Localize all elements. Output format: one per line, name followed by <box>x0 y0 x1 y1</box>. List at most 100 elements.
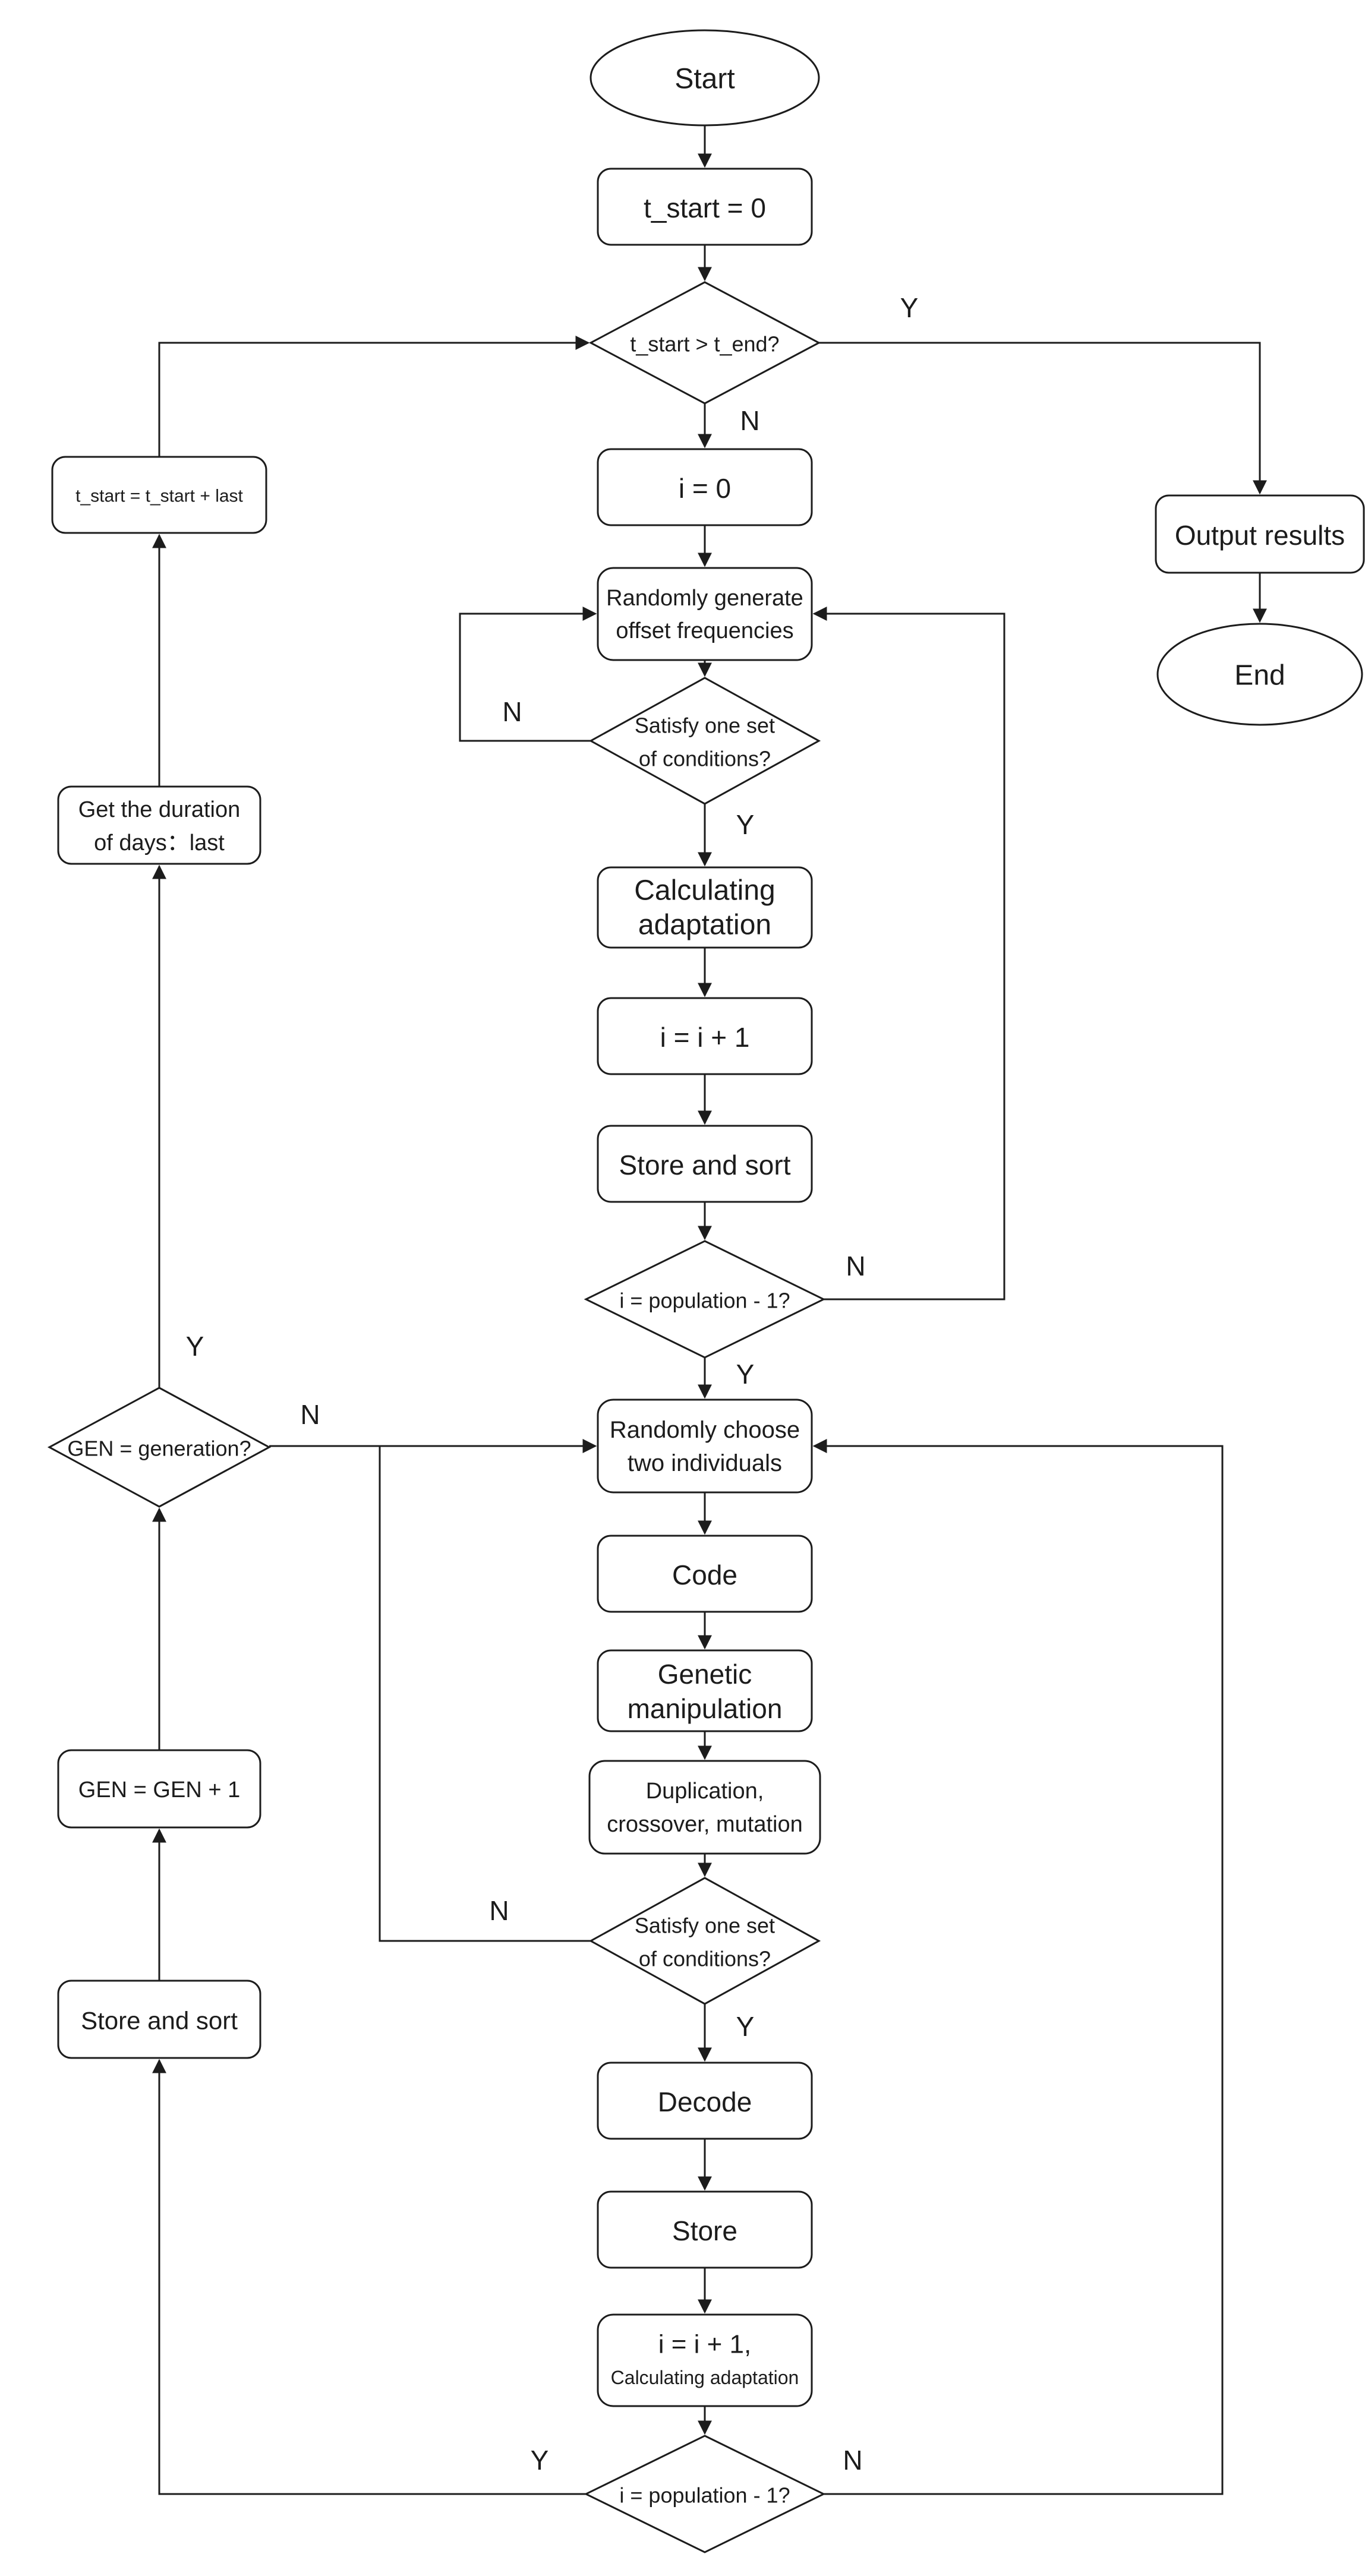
store-box <box>597 2190 813 2269</box>
satisfy-2-diamond <box>588 1877 821 2005</box>
population-2-diamond <box>584 2435 826 2553</box>
decode-label: Decode <box>658 2086 752 2117</box>
randomly-generate-line-1: Randomly generate <box>606 586 803 611</box>
randomly-generate-box <box>597 567 813 661</box>
node-randomly-choose: Randomly choose two individuals <box>597 1399 813 1494</box>
edge-satisfy-2-no-loop <box>379 1446 591 1942</box>
node-start: Start <box>589 29 820 127</box>
node-i-plus-1: i = i + 1 <box>597 997 813 1075</box>
output-results-box <box>1155 494 1365 574</box>
decision-i-population-2: i = population - 1? <box>584 2435 826 2553</box>
randomly-choose-box <box>597 1399 813 1494</box>
node-t-start-0: t_start = 0 <box>597 168 813 246</box>
satisfy-1-diamond <box>588 677 821 805</box>
store-and-sort-left-label: Store and sort <box>81 2007 238 2035</box>
genetic-manipulation-box <box>597 1649 813 1732</box>
i-plus-1-box <box>597 997 813 1075</box>
edge-population-1-no-loop <box>812 607 1005 1300</box>
output-results-label: Output results <box>1175 520 1345 551</box>
edge-population-2-yes-to-store-and-sort-left <box>152 2059 586 2495</box>
node-duplication-crossover-mutation: Duplication, crossover, mutation <box>588 1760 821 1855</box>
label-population-1-yes: Y <box>736 1359 755 1390</box>
t-start-0-label: t_start = 0 <box>644 192 766 223</box>
label-satisfy-2-yes: Y <box>736 2011 755 2042</box>
population-1-diamond <box>584 1240 826 1359</box>
flowchart-canvas: Y N N Y N Y Y N N Y Y N Start t_start = … <box>47 29 1365 2553</box>
t-end-diamond <box>588 281 821 405</box>
t-start-0-box <box>597 168 813 246</box>
store-label: Store <box>672 2215 737 2246</box>
node-store: Store <box>597 2190 813 2269</box>
randomly-choose-line-1: Randomly choose <box>610 1417 800 1443</box>
i-plus-1-calc-box <box>597 2313 813 2407</box>
edges <box>152 125 1267 2495</box>
node-t-start-update: t_start = t_start + last <box>51 456 267 534</box>
duplication-line-1: Duplication, <box>646 1779 764 1804</box>
node-i-plus-1-calculating-adaptation: i = i + 1, Calculating adaptation <box>597 2313 813 2407</box>
end-label: End <box>1234 660 1285 692</box>
decision-satisfy-conditions-2: Satisfy one set of conditions? <box>588 1877 821 2005</box>
node-i-0: i = 0 <box>597 448 813 526</box>
label-t-end-yes: Y <box>900 292 919 323</box>
i-plus-1-calc-line-1: i = i + 1, <box>658 2330 752 2359</box>
decision-i-population-1: i = population - 1? <box>584 1240 826 1359</box>
label-satisfy-1-no: N <box>502 696 522 727</box>
genetic-manipulation-line-2: manipulation <box>628 1693 783 1724</box>
t-start-update-box <box>51 456 267 534</box>
edge-labels: Y N N Y N Y Y N N Y Y N <box>186 292 919 2476</box>
i-0-label: i = 0 <box>679 473 731 504</box>
node-decode: Decode <box>597 2062 813 2140</box>
node-calculating-adaptation: Calculating adaptation <box>597 866 813 949</box>
edge-t-start-update-to-decision <box>158 336 590 457</box>
decision-gen-generation: GEN = generation? <box>47 1387 272 1508</box>
label-population-1-no: N <box>846 1251 865 1281</box>
randomly-generate-line-2: offset frequencies <box>616 618 793 643</box>
label-gen-yes: Y <box>186 1331 204 1362</box>
code-label: Code <box>672 1560 737 1590</box>
node-store-and-sort-left: Store and sort <box>57 1980 261 2059</box>
satisfy-2-line-2: of conditions? <box>639 1947 771 1971</box>
label-gen-no: N <box>300 1399 320 1430</box>
node-store-and-sort: Store and sort <box>597 1125 813 1203</box>
label-population-2-yes: Y <box>531 2445 549 2476</box>
label-satisfy-2-no: N <box>489 1895 509 1926</box>
label-satisfy-1-yes: Y <box>736 809 755 840</box>
code-box <box>597 1535 813 1613</box>
i-0-box <box>597 448 813 526</box>
duplication-box <box>588 1760 821 1855</box>
satisfy-1-line-2: of conditions? <box>639 747 771 771</box>
store-and-sort-box <box>597 1125 813 1203</box>
node-code: Code <box>597 1535 813 1613</box>
calculating-adaptation-line-2: adaptation <box>638 910 771 941</box>
decision-t-start-gt-t-end: t_start > t_end? <box>588 281 821 405</box>
end-terminal-shape <box>1156 623 1363 726</box>
i-plus-1-label: i = i + 1 <box>660 1022 750 1053</box>
flowchart: Y N N Y N Y Y N N Y Y N Start t_start = … <box>24 10 1365 2566</box>
node-randomly-generate: Randomly generate offset frequencies <box>597 567 813 661</box>
calculating-adaptation-line-1: Calculating <box>634 875 775 907</box>
i-plus-1-calc-line-2: Calculating adaptation <box>611 2367 799 2388</box>
satisfy-2-line-1: Satisfy one set <box>635 1914 775 1938</box>
get-duration-line-2: of days：last <box>94 831 225 855</box>
edge-decision-yes-to-output-results <box>819 342 1267 495</box>
node-end: End <box>1156 623 1363 726</box>
randomly-choose-line-2: two individuals <box>628 1450 782 1476</box>
node-output-results: Output results <box>1155 494 1365 574</box>
node-genetic-manipulation: Genetic manipulation <box>597 1649 813 1732</box>
get-duration-box <box>57 785 261 865</box>
calculating-adaptation-box <box>597 866 813 949</box>
edge-satisfy-1-no-loop <box>459 607 597 742</box>
node-get-duration: Get the duration of days：last <box>57 785 261 865</box>
population-2-label: i = population - 1? <box>619 2483 790 2508</box>
store-and-sort-left-box <box>57 1980 261 2059</box>
start-terminal-shape <box>589 29 820 127</box>
population-1-label: i = population - 1? <box>619 1289 790 1313</box>
genetic-manipulation-line-1: Genetic <box>658 1659 752 1690</box>
label-t-end-no: N <box>740 405 759 436</box>
gen-plus-1-box <box>57 1749 261 1829</box>
t-end-label: t_start > t_end? <box>630 332 779 356</box>
satisfy-1-line-1: Satisfy one set <box>635 714 775 738</box>
store-and-sort-label: Store and sort <box>619 1150 791 1180</box>
label-population-2-no: N <box>843 2445 862 2476</box>
decision-satisfy-conditions-1: Satisfy one set of conditions? <box>588 677 821 805</box>
